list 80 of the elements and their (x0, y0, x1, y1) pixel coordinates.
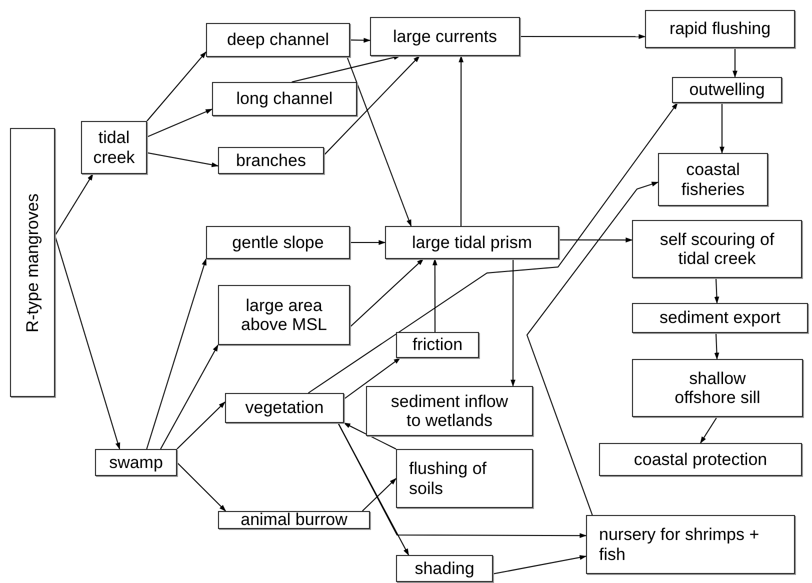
node-label: sediment inflow to wetlands (390, 392, 510, 430)
concept-box (366, 386, 533, 436)
concept-box (658, 153, 768, 206)
arrow (432, 258, 438, 332)
concept-box (632, 220, 802, 278)
arrow (346, 56, 412, 227)
arrow (558, 238, 633, 242)
concept-box (672, 77, 782, 103)
node-label: vegetation (245, 398, 324, 418)
node-label: large currents (393, 26, 497, 46)
category-box (10, 128, 55, 397)
arrow (732, 48, 738, 78)
concept-box (586, 515, 795, 574)
concept-box (206, 226, 350, 259)
concept-box (599, 443, 802, 476)
concept-box (218, 285, 350, 345)
arrow (308, 102, 678, 394)
node-label: sediment export (660, 308, 780, 328)
node-label: coastal protection (634, 450, 768, 470)
concept-box (396, 332, 479, 358)
arrow (338, 422, 587, 538)
node-label: outwelling (689, 80, 765, 100)
node-label: rapid flushing (669, 19, 771, 39)
arrow (350, 258, 424, 328)
arrow (510, 258, 516, 387)
concept-box (632, 303, 808, 333)
node-label: long channel (236, 89, 333, 109)
node-label: shallow offshore sill (674, 368, 762, 408)
node-label: tidal creek (92, 128, 136, 167)
arrow (350, 240, 386, 245)
arrow (343, 422, 396, 450)
node-label: coastal fisheries (680, 160, 746, 199)
node-label: shading (414, 558, 474, 578)
arrow (714, 332, 720, 360)
arrow (160, 344, 218, 450)
arrow (526, 182, 659, 516)
concept-box (206, 23, 350, 57)
arrow (492, 555, 587, 574)
arrow (146, 51, 206, 122)
arrow (344, 358, 401, 400)
arrow (146, 258, 206, 450)
arrow (700, 416, 718, 444)
node-label: animal burrow (240, 510, 348, 530)
concept-box (218, 147, 324, 174)
arrow (350, 38, 371, 43)
node-label: nursery for shrimps + fish (599, 525, 760, 564)
arrow (176, 402, 226, 450)
concept-box (645, 10, 795, 48)
node-label: flushing of soils (409, 459, 488, 498)
arrow (176, 462, 226, 512)
concept-box (225, 393, 344, 423)
node-label: branches (236, 150, 306, 170)
arrow (54, 235, 120, 450)
arrow (146, 152, 219, 168)
node-label: large area above MSL (240, 296, 328, 334)
arrow (291, 55, 401, 82)
node-label: R-type mangroves (22, 193, 42, 332)
node-label: self scouring of tidal creek (658, 230, 776, 268)
arrow (362, 478, 396, 512)
concept-box (385, 226, 559, 259)
concept-box (632, 359, 803, 417)
node-label: gentle slope (232, 232, 324, 252)
concept-box (81, 121, 147, 174)
arrow (54, 173, 94, 236)
node-label: swamp (109, 452, 163, 472)
arrow (520, 34, 646, 40)
arrow (146, 108, 213, 138)
node-label: large tidal prism (412, 232, 532, 252)
arrow (720, 102, 724, 154)
concept-box (396, 555, 493, 582)
concept-box (396, 449, 533, 508)
concept-box (212, 82, 357, 116)
concept-box (370, 17, 520, 56)
concept-box (218, 511, 370, 529)
arrow (324, 56, 420, 156)
node-label: friction (412, 335, 463, 355)
concept-box (95, 449, 177, 476)
arrow (714, 278, 720, 304)
arrow (458, 55, 464, 226)
node-label: deep channel (226, 30, 330, 50)
